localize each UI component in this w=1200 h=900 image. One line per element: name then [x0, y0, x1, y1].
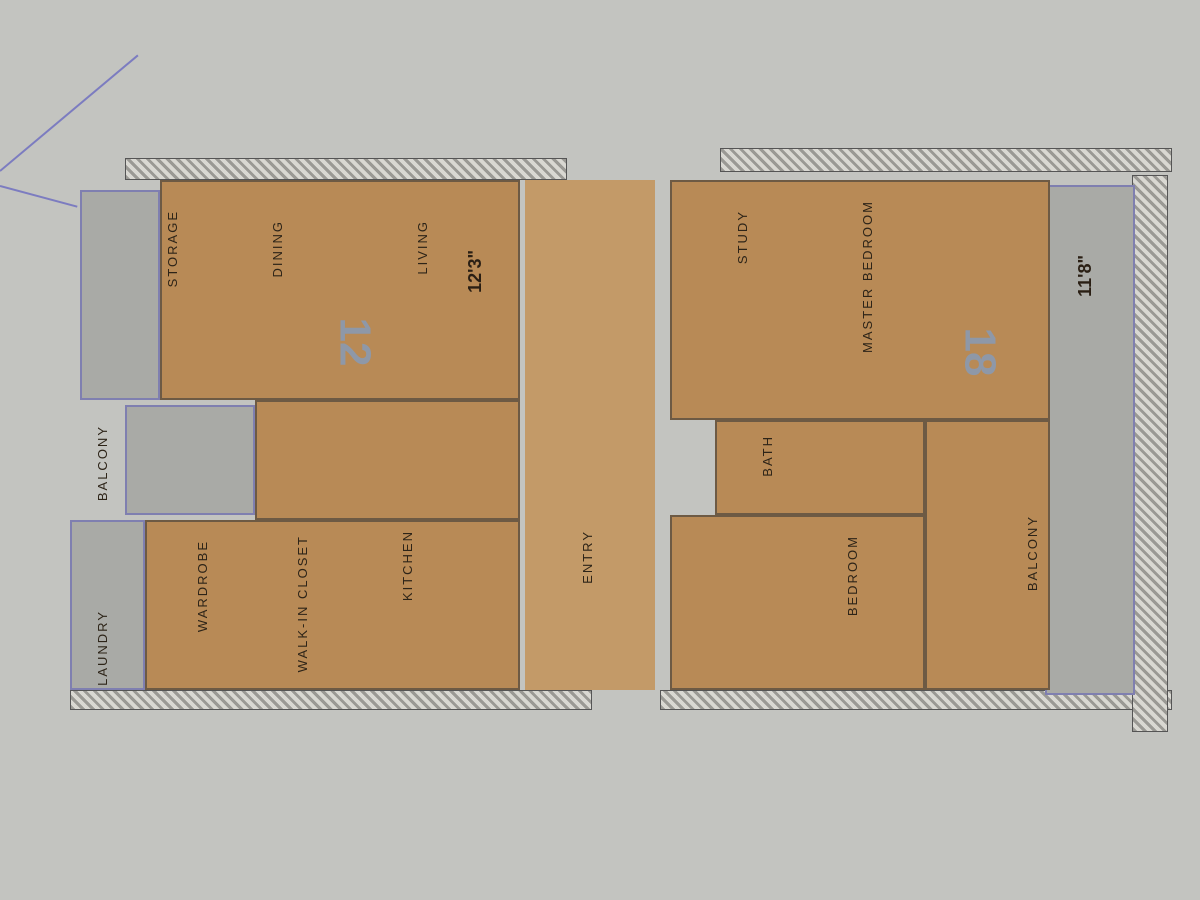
label-walk-in-closet: WALK-IN CLOSET [295, 535, 310, 673]
wall-bottom-left [70, 690, 592, 710]
label-balcony-2: BALCONY [1025, 515, 1040, 592]
balcony-left-top [80, 190, 160, 400]
floor-plan: LIVING DINING STORAGE KITCHEN WALK-IN CL… [70, 148, 1172, 740]
label-bath: BATH [760, 435, 775, 477]
balcony-right [1045, 185, 1135, 695]
room-bath [715, 420, 925, 515]
unit-number-left: 12 [330, 317, 380, 367]
label-master-bedroom: MASTER BEDROOM [860, 200, 875, 353]
label-storage: STORAGE [165, 210, 180, 288]
label-laundry: LAUNDRY [95, 610, 110, 686]
room-walk-in-closet [670, 515, 925, 690]
label-wardrobe: WARDROBE [195, 540, 210, 633]
room-master-bedroom [670, 180, 1050, 420]
label-living: LIVING [415, 220, 430, 275]
dimension-2: 11'8" [1075, 255, 1095, 297]
room-dining [145, 520, 520, 690]
label-study: STUDY [735, 210, 750, 265]
wall-top-right [720, 148, 1172, 172]
pencil-line [0, 185, 78, 208]
unit-number-right: 18 [955, 327, 1005, 377]
label-entry: ENTRY [580, 530, 595, 584]
storage-area [125, 405, 255, 515]
room-bedroom [925, 420, 1050, 690]
label-kitchen: KITCHEN [400, 530, 415, 602]
label-bedroom: BEDROOM [845, 535, 860, 617]
wall-right [1132, 175, 1168, 732]
corridor [525, 180, 655, 690]
balcony-left-bottom [70, 520, 145, 690]
label-balcony-1: BALCONY [95, 425, 110, 502]
label-dining: DINING [270, 220, 285, 278]
wall-bottom-right [660, 690, 1172, 710]
dimension-1: 12'3" [465, 250, 485, 293]
wall-top-left [125, 158, 567, 180]
room-kitchen [255, 400, 520, 520]
room-living [160, 180, 520, 400]
